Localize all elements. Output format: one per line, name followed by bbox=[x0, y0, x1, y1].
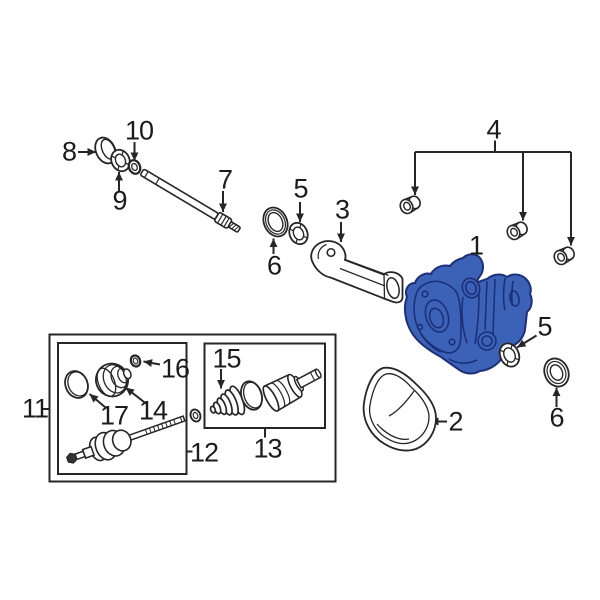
arrow-17 bbox=[88, 393, 107, 409]
leader-lines bbox=[42, 140, 571, 453]
callout-1-label: 1 bbox=[468, 230, 484, 260]
part-13-inner-joint bbox=[262, 368, 322, 412]
callout-11-label: 11 bbox=[21, 393, 49, 424]
part-17-clamp bbox=[64, 370, 89, 399]
leader-4-bracket bbox=[415, 140, 571, 153]
part-5b-seal bbox=[498, 342, 521, 368]
callout-5a-label: 5 bbox=[293, 173, 308, 204]
part-12-axle-shaft-assembly bbox=[66, 415, 186, 464]
part-6b-seal bbox=[543, 357, 570, 388]
part-3-support-bracket bbox=[310, 240, 404, 304]
bushing-3 bbox=[551, 243, 578, 268]
bushing-1 bbox=[397, 192, 424, 217]
part-1-differential-carrier-highlighted bbox=[403, 253, 533, 375]
callout-2-label: 2 bbox=[448, 406, 463, 437]
callout-14-label: 14 bbox=[138, 395, 168, 425]
part-5a-seal bbox=[288, 221, 309, 246]
part-2-cover-gasket bbox=[362, 366, 437, 452]
arrow-16 bbox=[143, 359, 161, 367]
bushing-2 bbox=[504, 218, 531, 243]
callout-4-label: 4 bbox=[486, 114, 501, 144]
callout-8-label: 8 bbox=[61, 136, 77, 167]
part-6a-seal bbox=[262, 206, 289, 238]
kit-box-12 bbox=[57, 342, 188, 475]
callout-9-label: 9 bbox=[112, 185, 127, 215]
callout-6b-label: 6 bbox=[549, 402, 564, 432]
part-14-cv-boot bbox=[95, 362, 132, 398]
part-13-clamp bbox=[240, 380, 263, 411]
callout-13-label: 13 bbox=[253, 433, 282, 464]
part-4-bushings bbox=[397, 192, 578, 268]
callout-10-label: 10 bbox=[124, 115, 154, 145]
callout-15-label: 15 bbox=[212, 343, 241, 373]
callout-7-label: 7 bbox=[217, 164, 233, 195]
callout-3-label: 3 bbox=[334, 194, 350, 224]
part-10-ring bbox=[127, 159, 142, 175]
callout-12-label: 12 bbox=[189, 437, 219, 467]
callout-17-label: 17 bbox=[99, 400, 129, 430]
arrow-14 bbox=[124, 386, 147, 405]
arrow-5b bbox=[516, 334, 538, 349]
callout-5b-label: 5 bbox=[537, 311, 552, 341]
part-15-cv-boot bbox=[209, 385, 246, 416]
callout-16-label: 16 bbox=[160, 353, 190, 383]
part-spacer-ring bbox=[189, 408, 202, 423]
part-16-clamp-ring bbox=[129, 354, 142, 368]
callout-6a-label: 6 bbox=[266, 250, 282, 280]
part-9-seal bbox=[110, 148, 131, 173]
part-7-output-shaft bbox=[140, 168, 241, 233]
